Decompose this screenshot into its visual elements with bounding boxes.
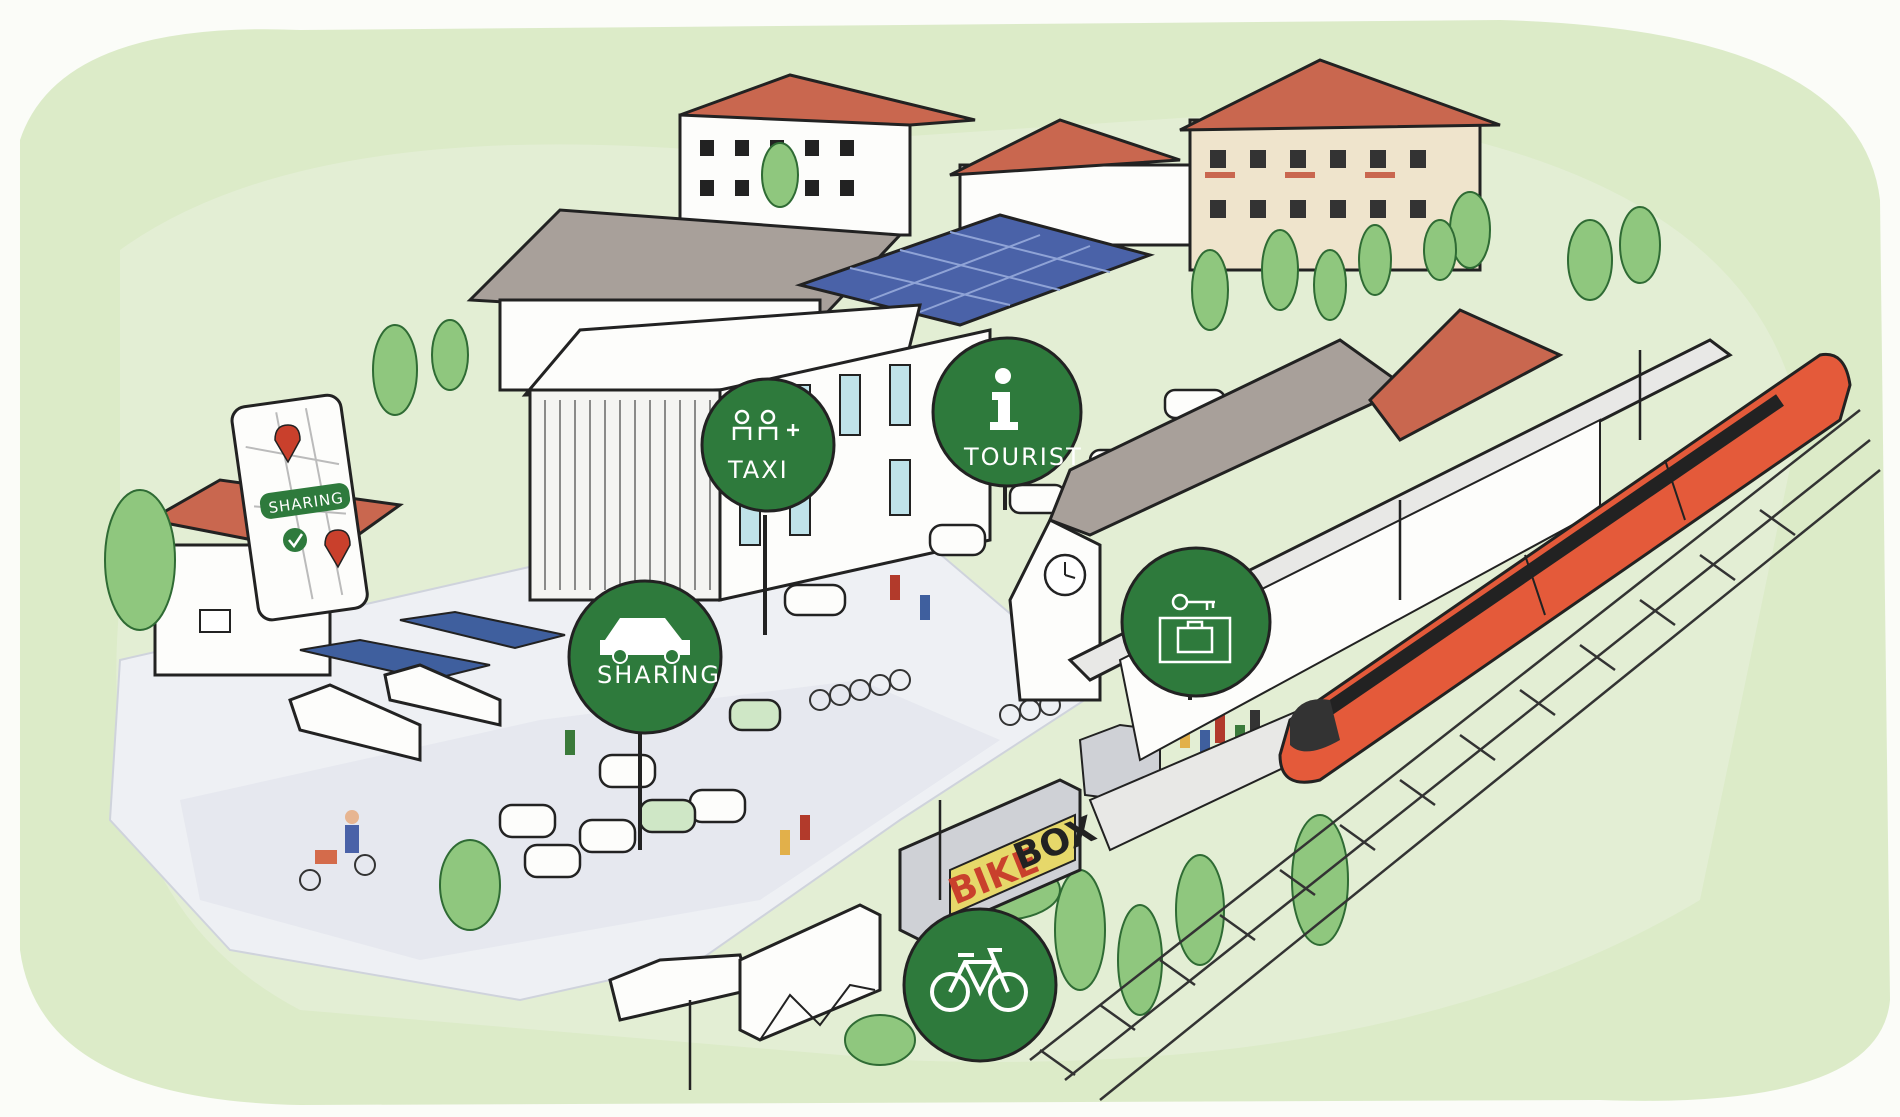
- phone-sharing-banner: [259, 483, 351, 519]
- taxi-sign: TAXI: [700, 377, 836, 513]
- sharing-label: SHARING: [597, 661, 721, 689]
- lamp-posts: [688, 350, 1642, 1090]
- cargo-bike-rider: [299, 810, 376, 891]
- people-plus-icon: [732, 409, 799, 440]
- taxi-label: TAXI: [727, 456, 789, 484]
- railway-tracks: [1029, 409, 1881, 1101]
- bus-shelters: [299, 610, 566, 682]
- map-pin-icon: [324, 529, 351, 569]
- map-pin-icon: [274, 424, 301, 464]
- luggage-key-icon: [1158, 593, 1232, 664]
- tourist-sign: TOURIST: [931, 336, 1083, 488]
- check-icon: [283, 528, 307, 552]
- bike-box: BIKE BOX: [898, 778, 1102, 942]
- buses: [288, 663, 752, 1022]
- tourist-label: TOURIST: [963, 443, 1083, 471]
- luggage-sign: [1120, 546, 1272, 698]
- info-icon: [990, 368, 1018, 430]
- sharing-sign: SHARING: [567, 579, 723, 735]
- train: [1278, 352, 1852, 784]
- bike-sign: [902, 907, 1058, 1063]
- phone-sharing-app: SHARING: [230, 393, 369, 622]
- car-icon: [600, 618, 690, 664]
- bike-shelter: [738, 903, 882, 1042]
- bicycle-icon: [930, 948, 1028, 1012]
- bike-racks: [809, 669, 1061, 726]
